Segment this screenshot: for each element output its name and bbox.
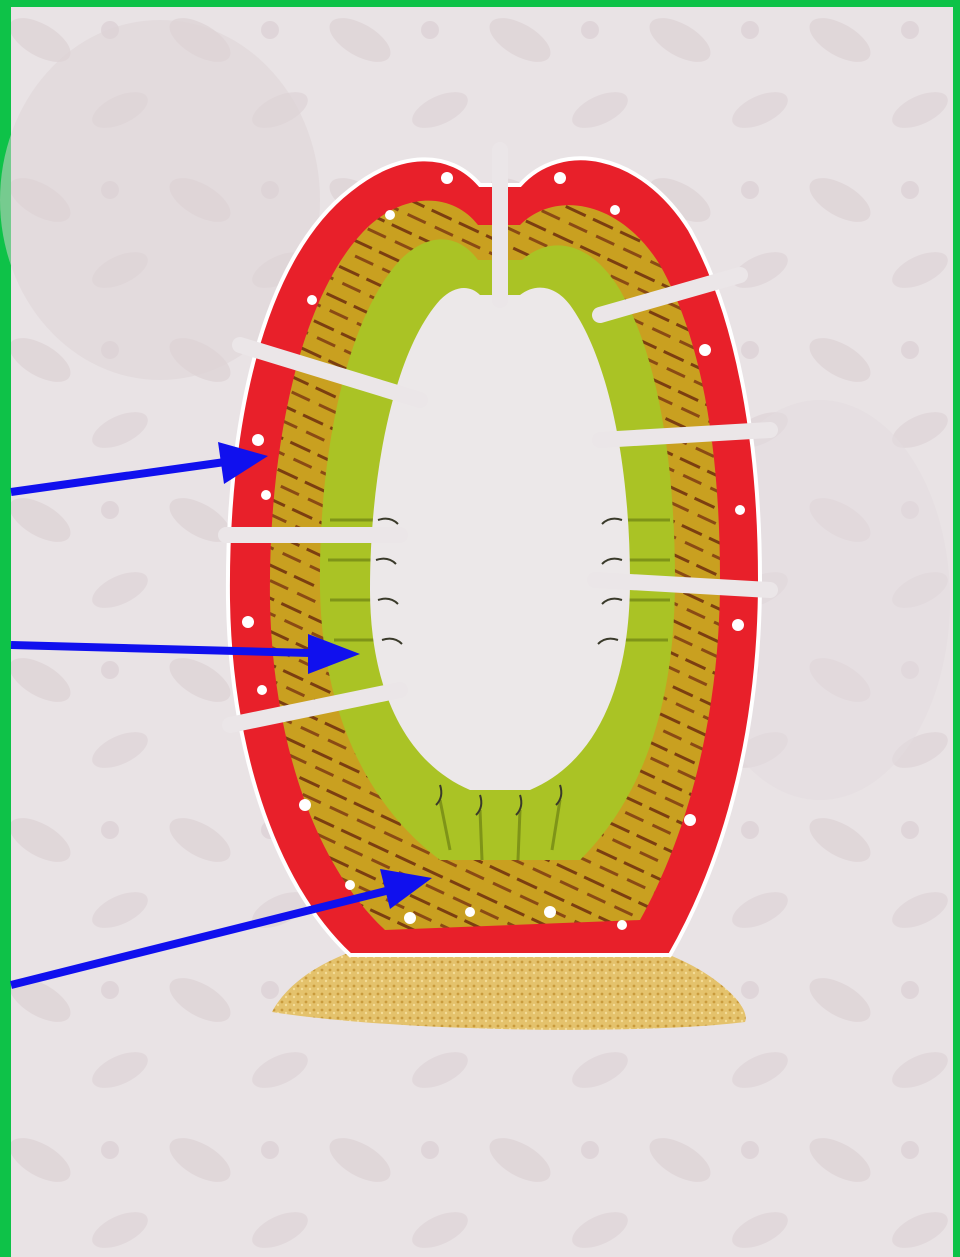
tube-wall — [226, 150, 770, 955]
central-cavity — [370, 288, 630, 790]
